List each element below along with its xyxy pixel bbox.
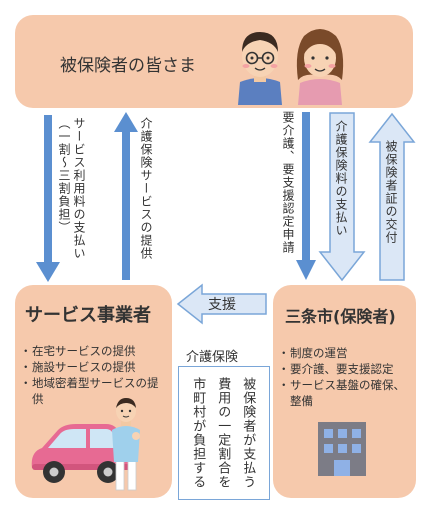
insurance-note-line-3: 市町村が負担する (190, 377, 206, 489)
care-worker-illustration (112, 398, 140, 491)
list-item: 在宅サービスの提供 (20, 343, 169, 359)
insurance-note-box: 被保険者が支払う 費用の一定割合を 市町村が負担する (178, 366, 270, 500)
woman-illustration (296, 29, 344, 105)
man-illustration (238, 32, 282, 105)
city-hall-building-icon (318, 422, 366, 476)
city-insurer-title: 三条市(保険者) (285, 307, 396, 326)
support-arrow (176, 283, 267, 325)
support-label: 支援 (208, 297, 236, 313)
city-insurer-list: 制度の運営 要介護、要支援認定 サービス基盤の確保、整備 (278, 345, 413, 409)
service-provision-arrow (114, 112, 138, 280)
premium-payment-arrow (318, 112, 366, 282)
application-arrow (296, 112, 316, 280)
certificate-arrow (368, 112, 416, 281)
insured-persons-title: 被保険者の皆さま (60, 56, 196, 76)
list-item: 地域密着型サービスの提供 (20, 375, 169, 407)
list-item: 要介護、要支援認定 (278, 361, 413, 377)
list-item: サービス基盤の確保、整備 (278, 377, 413, 409)
premium-payment-label: 介護保険料の支払い (334, 120, 348, 237)
pink-car-illustration (31, 424, 131, 483)
insurance-note-heading: 介護保険 (186, 350, 239, 365)
insured-persons-box: 被保険者の皆さま (15, 15, 413, 108)
certificate-label: 被保険者証の交付 (384, 140, 398, 244)
fee-payment-label: サービス利用料の支払い（一割〜三割負担） (57, 117, 86, 260)
list-item: 施設サービスの提供 (20, 359, 169, 375)
insurance-note-line-1: 被保険者が支払う (240, 377, 256, 489)
service-provider-title: サービス事業者 (25, 305, 151, 326)
fee-payment-arrow (36, 115, 60, 282)
list-item: 制度の運営 (278, 345, 413, 361)
service-provider-list: 在宅サービスの提供 施設サービスの提供 地域密着型サービスの提供 (20, 343, 169, 407)
service-provision-label: 介護保険サービスの提供 (139, 117, 153, 260)
application-label: 要介護、要支援認定申請 (281, 111, 295, 254)
insurance-note-line-2: 費用の一定割合を (215, 377, 231, 489)
